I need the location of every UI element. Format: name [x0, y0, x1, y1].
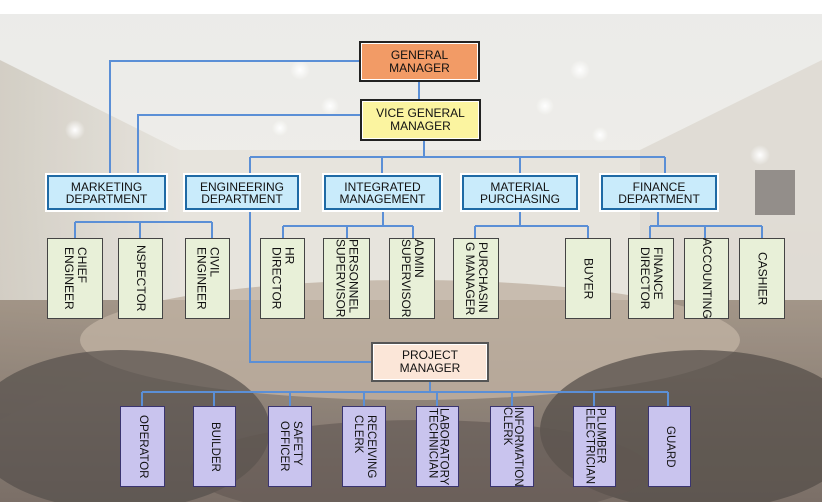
guard-box: GUARD	[648, 406, 691, 487]
personnel-supervisor-box: PERSONNEL SUPERVISOR	[323, 238, 370, 319]
chief-engineer-label: CHIEF ENGINEER	[62, 247, 89, 310]
general-manager-box: GENERAL MANAGER	[359, 41, 480, 82]
operator-label: OPERATOR	[137, 414, 149, 479]
operator-box: OPERATOR	[120, 406, 165, 487]
plumber-electrician-box: PLUMBER ELECTRICIAN	[573, 406, 616, 487]
safety-officer-box: SAFETY OFFICER	[268, 406, 312, 487]
finance-director-box: FINANCE DIRECTOR	[628, 238, 674, 319]
hr-director-label: HR DIRECTOR	[269, 247, 297, 310]
chief-engineer-box: CHIEF ENGINEER	[47, 238, 103, 319]
personnel-supervisor-label: PERSONNEL SUPERVISOR	[333, 239, 361, 318]
receiving-clerk-box: RECEIVING CLERK	[342, 406, 386, 487]
finance-department-box: FINANCE DEPARTMENT	[601, 175, 717, 210]
safety-officer-label: SAFETY OFFICER	[278, 421, 303, 472]
information-clerk-label: INFORMATION CLERK	[501, 406, 524, 487]
inspector-label: NSPECTOR	[134, 245, 148, 312]
plumber-electrician-label: PLUMBER ELECTRICIAN	[583, 408, 607, 485]
admin-supervisor-box: ADMIN SUPERVISOR	[389, 238, 435, 319]
project-manager-box: PROJECT MANAGER	[371, 342, 489, 382]
receiving-clerk-label: RECEIVING CLERK	[352, 414, 377, 479]
builder-box: BUILDER	[193, 406, 236, 487]
integrated-management-box: INTEGRATED MANAGEMENT	[324, 175, 441, 210]
purchasing-manager-label: PURCHASIN G MANAGER	[463, 241, 490, 316]
buyer-box: BUYER	[565, 238, 611, 319]
buyer-label: BUYER	[581, 257, 596, 300]
civil-engineer-box: CIVIL ENGINEER	[185, 238, 230, 319]
accounting-box: ACCOUNTING	[684, 238, 729, 319]
guard-label: GUARD	[664, 425, 676, 468]
finance-director-label: FINANCE DIRECTOR	[638, 247, 665, 310]
laboratory-technician-label: LABORATORY TECHNICIAN	[426, 407, 450, 486]
builder-label: BUILDER	[209, 421, 221, 472]
inspector-box: NSPECTOR	[118, 238, 163, 319]
hr-director-box: HR DIRECTOR	[260, 238, 305, 319]
marketing-department-box: MARKETING DEPARTMENT	[47, 175, 166, 210]
information-clerk-box: INFORMATION CLERK	[490, 406, 534, 487]
purchasing-manager-box: PURCHASIN G MANAGER	[453, 238, 499, 319]
laboratory-technician-box: LABORATORY TECHNICIAN	[416, 406, 459, 487]
accounting-label: ACCOUNTING	[700, 238, 714, 319]
cashier-box: CASHIER	[739, 238, 785, 319]
vice-general-manager-box: VICE GENERAL MANAGER	[360, 99, 481, 141]
civil-engineer-label: CIVIL ENGINEER	[194, 247, 222, 310]
engineering-department-box: ENGINEERING DEPARTMENT	[185, 175, 299, 210]
material-purchasing-box: MATERIAL PURCHASING	[462, 175, 578, 210]
admin-supervisor-label: ADMIN SUPERVISOR	[399, 239, 426, 318]
cashier-label: CASHIER	[755, 251, 770, 306]
